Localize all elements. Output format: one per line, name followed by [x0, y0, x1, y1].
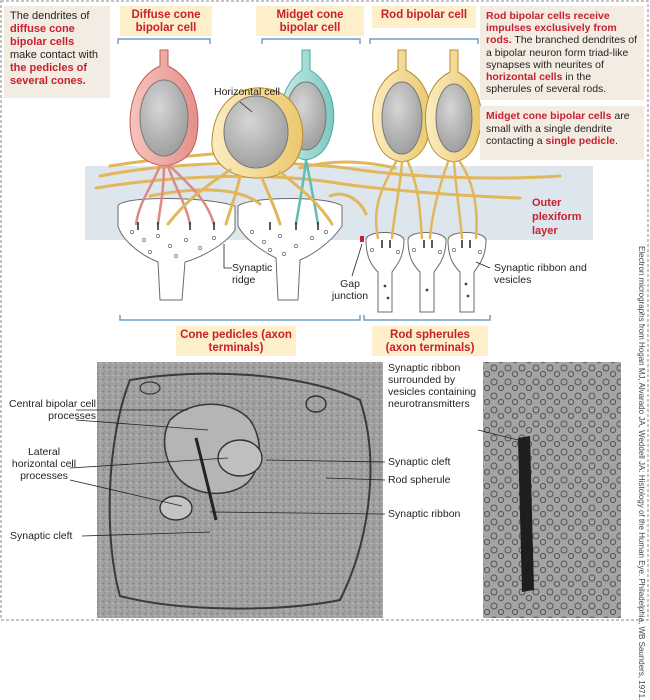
label-synaptic-cleft-left: Synaptic cleft [10, 530, 73, 542]
header-rod-spherules: Rod spherules (axon terminals) [372, 326, 488, 356]
image-credit: Electron micrographs from Hogan MJ, Alva… [637, 246, 646, 700]
header-midget: Midget cone bipolar cell [256, 6, 364, 36]
note-midget-text-2: . [615, 135, 618, 147]
header-cone-pedicles: Cone pedicles (axon terminals) [176, 326, 296, 356]
note-diffuse-text-2: make contact with [10, 49, 99, 61]
label-synaptic-ridge: Synaptic ridge [232, 262, 273, 286]
horizontal-cell [166, 87, 334, 226]
diffuse-cone-bipolar-cell [129, 49, 216, 226]
note-diffuse-highlight-1: diffuse cone bipolar cells [10, 23, 75, 48]
note-rod: Rod bipolar cells receive impulses exclu… [480, 6, 644, 100]
rod-spherules [365, 232, 487, 313]
note-rod-text-1: The branched dendrites of a bipolar neur… [486, 34, 637, 71]
note-midget-text-1: are small with a single dendrite contact… [486, 110, 630, 147]
bracket-rod-spherules [363, 315, 491, 321]
micrograph-pointer-lines [69, 409, 527, 537]
micrograph-synaptic-ribbon [483, 362, 621, 618]
label-outer-plexiform-layer: Outer plexiform layer [532, 197, 582, 237]
figure-frame [0, 0, 649, 621]
micrograph-rod-spherule [97, 362, 383, 618]
header-rod: Rod bipolar cell [372, 6, 476, 28]
label-synaptic-ribbon: Synaptic ribbon [388, 508, 461, 520]
rod-spherule-vesicles-dark [383, 282, 470, 300]
horizontal-cell-processes [94, 148, 562, 216]
note-diffuse-text-1: The dendrites of [10, 10, 90, 22]
label-rod-spherule: Rod spherule [388, 474, 451, 486]
note-rod-text-2: in the spherules of several rods. [486, 71, 607, 96]
synaptic-ribbons [137, 222, 471, 248]
note-midget-highlight-2: single pedicle [545, 135, 615, 147]
label-synaptic-ribbon-vesicles: Synaptic ribbon and vesicles [494, 262, 587, 286]
bracket-rod [369, 38, 479, 44]
bracket-diffuse [117, 38, 211, 44]
label-lateral-horizontal: Lateral horizontal cell processes [11, 446, 77, 482]
note-diffuse-highlight-2: the pedicles of several cones. [10, 62, 88, 87]
header-diffuse: Diffuse cone bipolar cell [120, 6, 212, 36]
bracket-cone-pedicles [119, 315, 361, 321]
note-midget: Midget cone bipolar cells are small with… [480, 106, 644, 160]
pointer-lines [223, 101, 491, 277]
note-rod-lead: Rod bipolar cells receive impulses exclu… [486, 10, 617, 47]
cone-pedicles [117, 198, 343, 301]
micrographs [69, 362, 621, 618]
note-diffuse: The dendrites of diffuse cone bipolar ce… [4, 6, 110, 98]
bracket-midget [261, 38, 361, 44]
label-synaptic-cleft-right: Synaptic cleft [388, 456, 451, 468]
gap-junction-marker [360, 236, 364, 242]
note-midget-highlight-1: Midget cone bipolar cells [486, 110, 612, 122]
label-horizontal-cell: Horizontal cell [214, 86, 280, 98]
label-ribbon-surrounded: Synaptic ribbon surrounded by vesicles c… [388, 362, 477, 410]
rod-bipolar-cells [372, 49, 482, 240]
retina-illustration [85, 38, 593, 321]
synaptic-vesicles [130, 230, 482, 258]
label-central-bipolar: Central bipolar cell processes [9, 398, 96, 422]
label-gap-junction: Gap junction [331, 278, 369, 302]
note-rod-highlight: horizontal cells [486, 71, 563, 84]
